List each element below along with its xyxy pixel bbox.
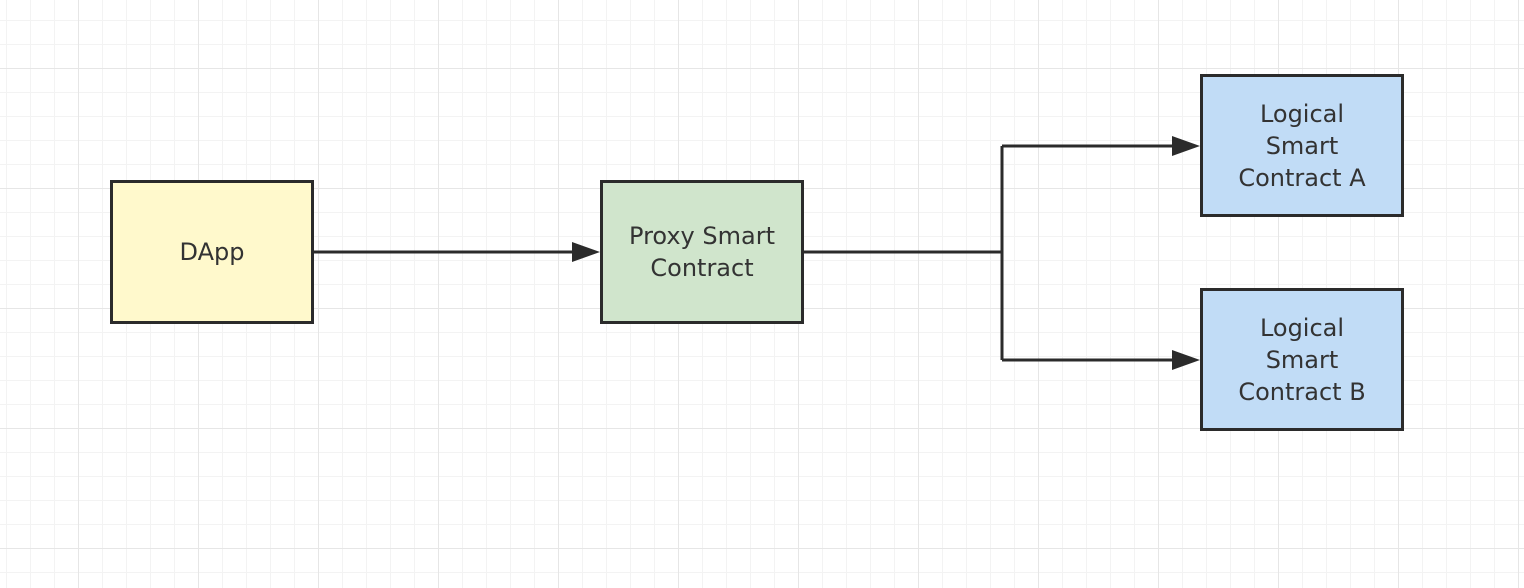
node-logical-smart-contract-b[interactable]: Logical Smart Contract B bbox=[1200, 288, 1404, 431]
node-proxy-smart-contract[interactable]: Proxy Smart Contract bbox=[600, 180, 804, 324]
node-logic-b-label: Logical Smart Contract B bbox=[1238, 313, 1366, 406]
arrowhead-logic-a bbox=[1172, 136, 1200, 156]
node-logical-smart-contract-a[interactable]: Logical Smart Contract A bbox=[1200, 74, 1404, 217]
node-dapp[interactable]: DApp bbox=[110, 180, 314, 324]
arrowhead-proxy bbox=[572, 242, 600, 262]
node-proxy-label: Proxy Smart Contract bbox=[629, 222, 775, 282]
node-logic-a-label: Logical Smart Contract A bbox=[1238, 99, 1366, 192]
node-dapp-label: DApp bbox=[179, 238, 245, 266]
arrowhead-logic-b bbox=[1172, 350, 1200, 370]
